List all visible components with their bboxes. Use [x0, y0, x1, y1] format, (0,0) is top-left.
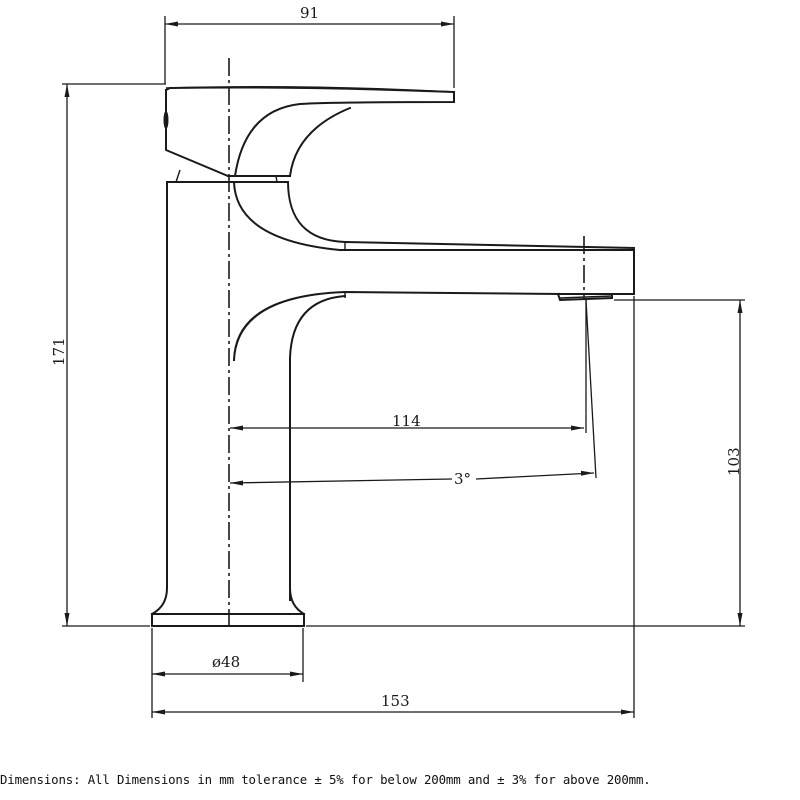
dim-label-91: 91: [300, 4, 319, 22]
tolerance-footnote: Dimensions: All Dimensions in mm toleran…: [0, 772, 651, 787]
dim-label-103: 103: [725, 447, 743, 476]
dim-label-3deg: 3°: [454, 470, 471, 488]
dimension-spout-reach: 114: [230, 412, 584, 431]
dimension-overall-height: 171: [50, 84, 70, 626]
dimension-spout-angle: 3°: [229, 470, 595, 488]
dimension-overall-depth: 153: [152, 692, 634, 715]
extension-lines: [62, 16, 745, 718]
centre-lines: [228, 58, 585, 630]
dimension-spout-height: 103: [725, 300, 743, 626]
dim-label-48: ø48: [212, 653, 240, 671]
dim-label-171: 171: [50, 337, 68, 366]
dim-label-114: 114: [392, 412, 421, 430]
faucet-outline: [150, 85, 636, 627]
dimension-handle-length: 91: [165, 4, 454, 27]
dimension-base-diameter: ø48: [152, 653, 303, 677]
dim-label-153: 153: [381, 692, 410, 710]
